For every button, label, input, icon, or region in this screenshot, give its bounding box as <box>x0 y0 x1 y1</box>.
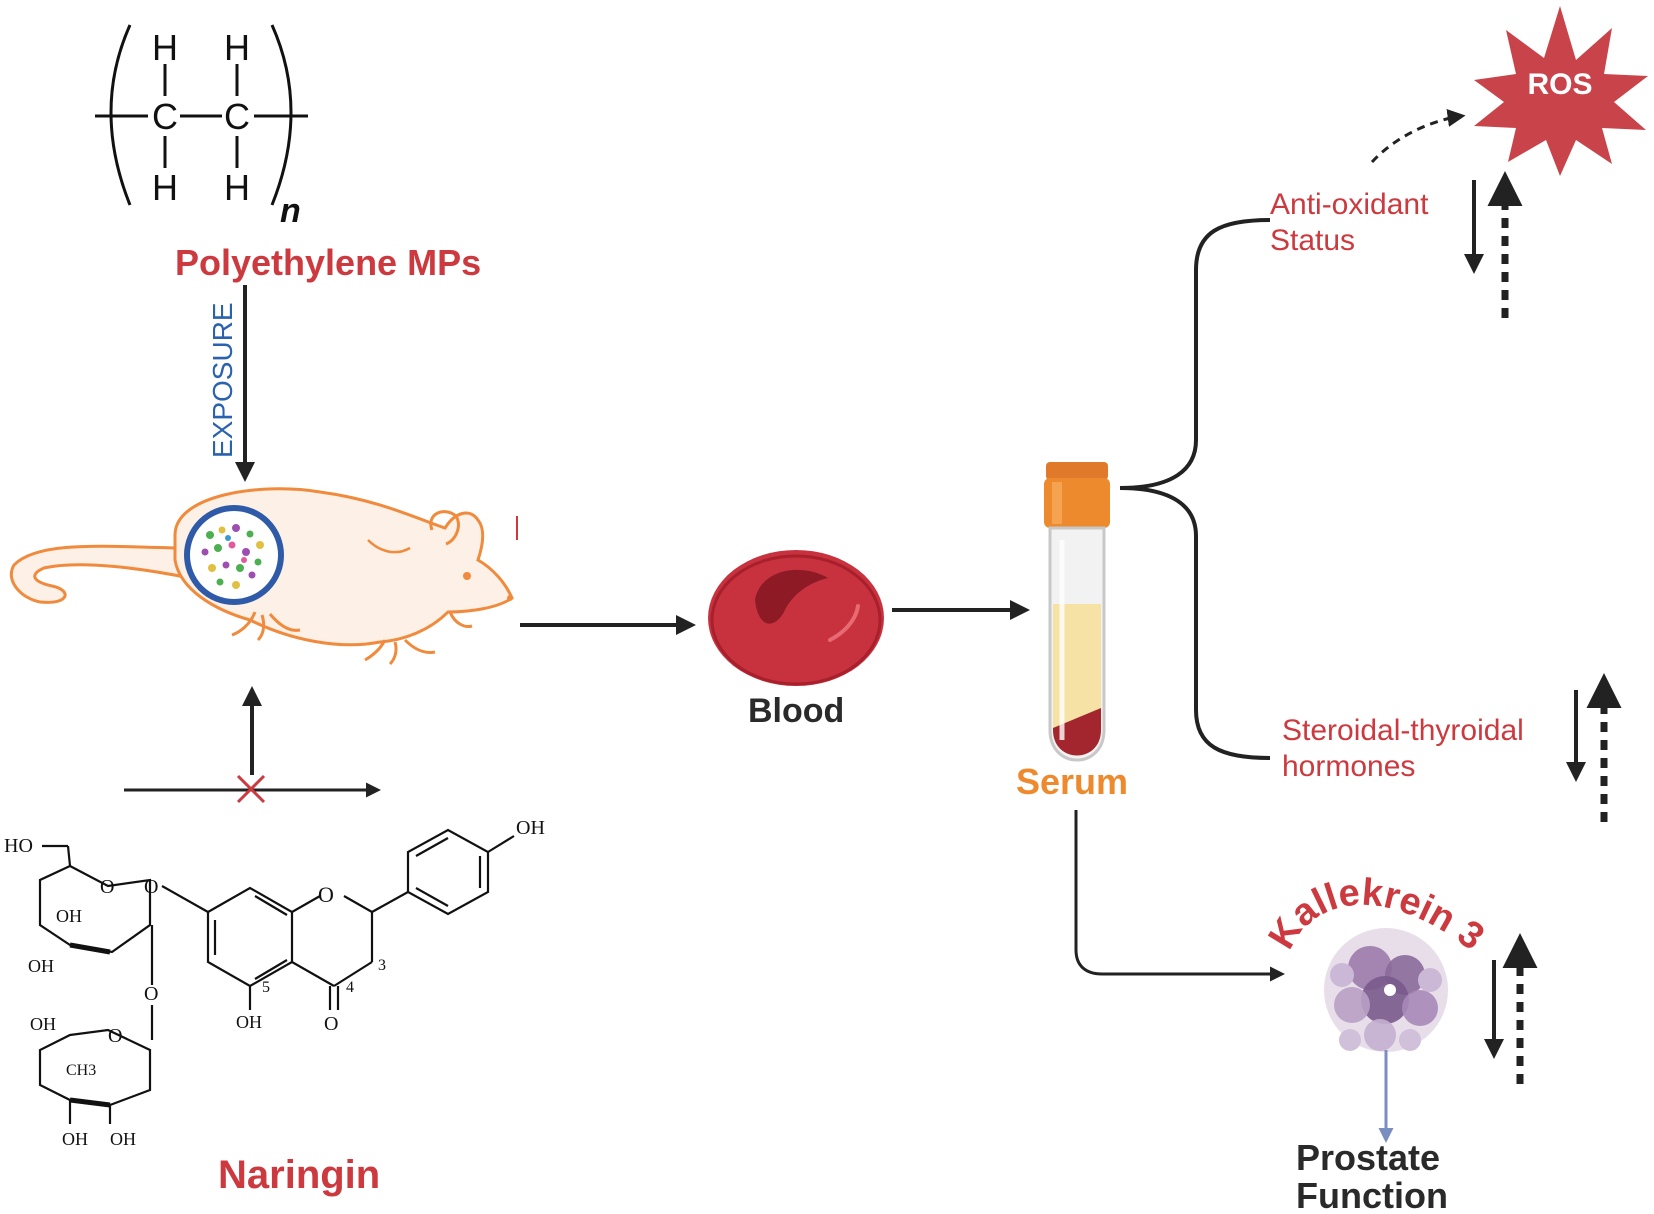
chem-oh: OH <box>56 906 82 926</box>
chem-ch3: CH3 <box>66 1062 96 1079</box>
sugar-ring-glucose <box>38 864 152 954</box>
chem-o: O <box>144 876 158 898</box>
steroidal-label-line1: Steroidal-thyroidal <box>1282 714 1524 747</box>
chem-oh: OH <box>110 1129 136 1149</box>
bracket-right <box>270 24 293 206</box>
chem-o: O <box>100 876 114 898</box>
antioxidant-label-line1: Anti-oxidant <box>1270 188 1429 221</box>
chem-num-5: 5 <box>262 979 270 996</box>
chem-oh: OH <box>516 817 545 839</box>
ring-a <box>206 886 294 988</box>
microplastic-particles <box>201 524 264 589</box>
serum-to-kallekrein-arrow <box>1074 810 1285 982</box>
blood-cell-center <box>755 569 828 624</box>
polyethylene-label: Polyethylene MPs <box>175 242 481 283</box>
tube-cap-top <box>1046 462 1108 480</box>
ros-label: ROS <box>1527 68 1592 101</box>
rat-back-paw <box>364 638 436 666</box>
rat-illustration <box>9 487 514 666</box>
prostate-label-line2: Function <box>1296 1175 1448 1214</box>
kallekrein-protein-icon <box>1324 928 1448 1052</box>
blood-cell-illustration <box>708 550 884 686</box>
polyethylene-structure: H H C C H H n <box>95 24 308 230</box>
atom-c: C <box>152 96 178 137</box>
blood-label: Blood <box>748 692 844 730</box>
rat-ear-inner <box>367 539 411 554</box>
antioxidant-label-line2: Status <box>1270 224 1355 257</box>
exposure-label: EXPOSURE <box>207 302 238 458</box>
prostate-label-line1: Prostate <box>1296 1137 1440 1178</box>
chem-o: O <box>144 983 158 1005</box>
chem-oh: OH <box>62 1129 88 1149</box>
rat-ear <box>429 510 460 546</box>
atom-h: H <box>152 167 178 208</box>
atom-c: C <box>224 96 250 137</box>
tube-serum-layer <box>1053 604 1101 730</box>
rat-tail <box>9 544 191 604</box>
chem-ho: HO <box>4 835 33 857</box>
chem-num-4: 4 <box>346 979 354 996</box>
rat-eye <box>463 572 471 580</box>
chem-oh: OH <box>236 1012 262 1032</box>
curly-brace <box>1119 218 1271 760</box>
chem-num-3: 3 <box>378 957 386 974</box>
red-blood-cell <box>708 550 884 686</box>
blocked-cross-icon <box>236 774 266 804</box>
chem-oh: OH <box>30 1014 56 1034</box>
atom-h: H <box>224 27 250 68</box>
chem-o: O <box>108 1025 122 1047</box>
serum-label: Serum <box>1016 761 1128 802</box>
bracket-left <box>109 24 132 206</box>
chem-o: O <box>318 882 334 907</box>
ros-dashed-arrow <box>1370 108 1466 164</box>
chem-o: O <box>324 1013 338 1035</box>
rat-hind-paw <box>448 611 473 628</box>
repeat-subscript: n <box>280 192 301 230</box>
rat-front-paw <box>231 611 301 642</box>
rat-nose <box>507 595 513 601</box>
serum-tube-illustration <box>1044 462 1110 762</box>
ros-starburst-icon <box>1474 6 1648 176</box>
atom-h: H <box>224 167 250 208</box>
atom-h: H <box>152 27 178 68</box>
chem-oh: OH <box>28 956 54 976</box>
ring-b <box>406 828 490 916</box>
naringin-label: Naringin <box>218 1153 380 1197</box>
tube-blood-layer <box>1053 708 1101 756</box>
naringin-structure: HO O OH OH O O OH O CH3 OH OH O 3 4 5 <box>4 817 545 1149</box>
steroidal-label-line2: hormones <box>1282 750 1415 783</box>
